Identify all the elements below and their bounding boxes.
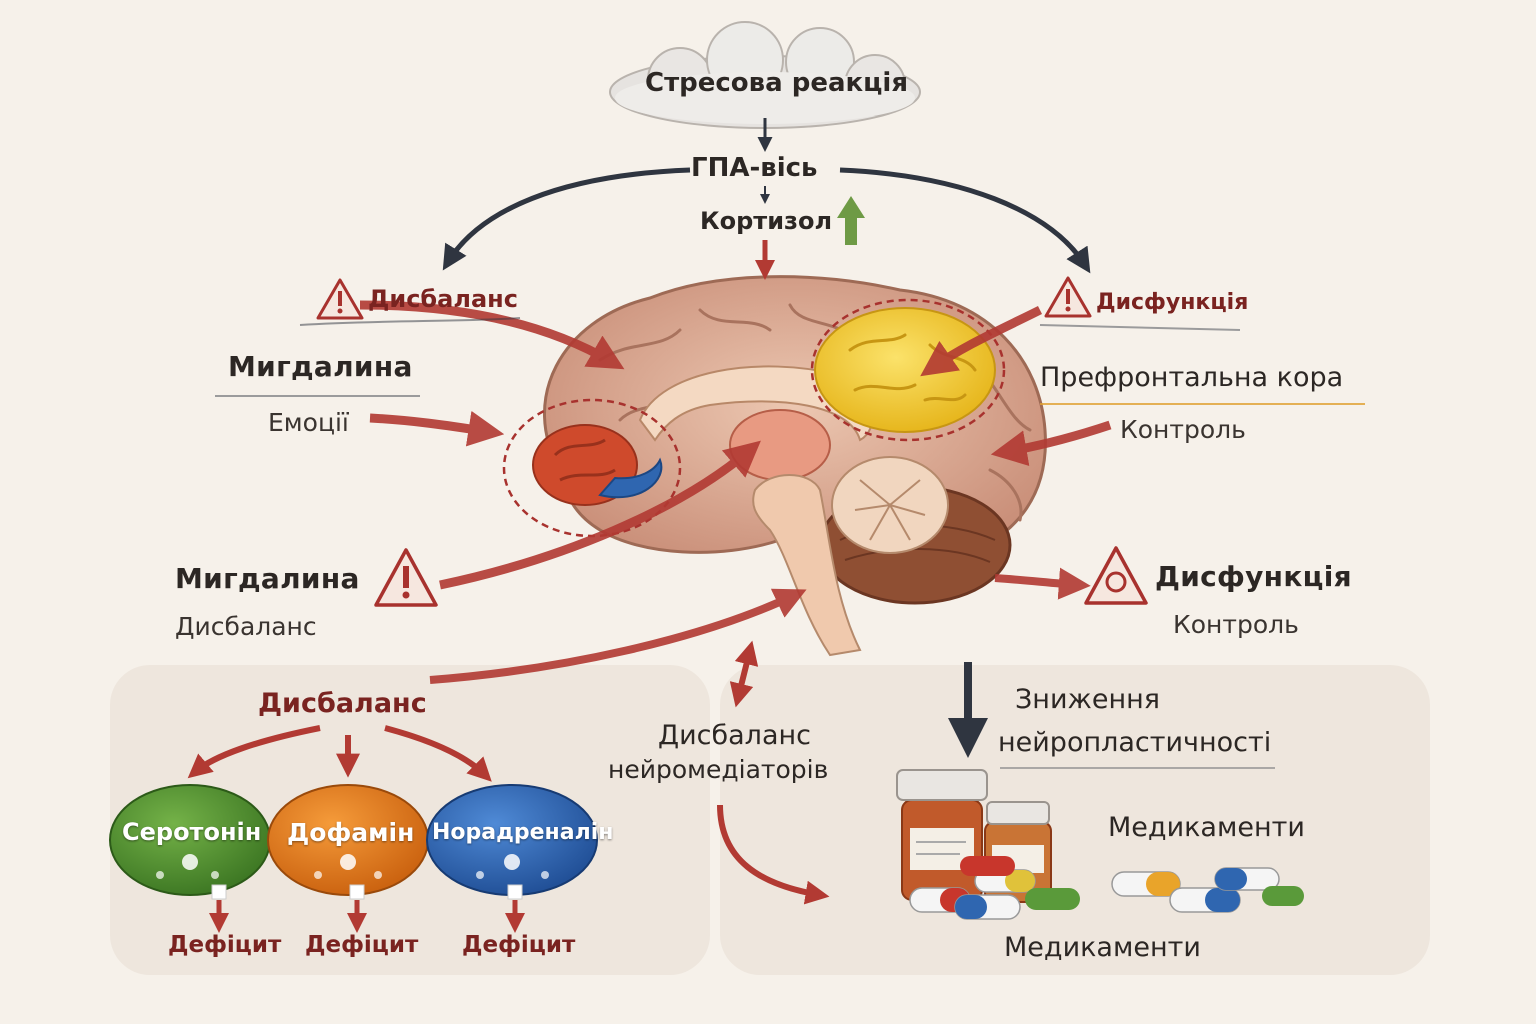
amygdala-title-lower: Мигдалина xyxy=(175,562,360,595)
arrow-panel-to-brainstem xyxy=(429,588,807,684)
arrow-to-serotonin xyxy=(187,725,321,779)
medication-panel xyxy=(720,665,1430,975)
underline-imbalance xyxy=(299,317,521,326)
neurotransmitter-imbalance-line2: нейромедіаторів xyxy=(608,755,829,784)
imbalance-warning-label: Дисбаланс xyxy=(368,285,518,313)
arrow-dysfunction-to-prefrontal xyxy=(920,305,1043,377)
warning-icon xyxy=(316,278,364,320)
emotions-label: Емоції xyxy=(268,408,349,437)
neurotransmitter-imbalance-heading: Дисбаланс xyxy=(258,688,427,719)
arrow-brainstem-bidirectional xyxy=(729,640,759,708)
arrow-emotions-to-amygdala xyxy=(369,410,505,447)
dysfunction-title-lower: Дисфункція xyxy=(1155,560,1352,593)
cloud-icon xyxy=(609,21,921,129)
arrow-hpa-to-right xyxy=(839,167,1091,274)
underline-dysfunction-right xyxy=(1039,324,1241,331)
prefrontal-cortex-title: Префронтальна кора xyxy=(1040,362,1344,393)
control-label-upper: Контроль xyxy=(1120,415,1246,444)
pill-bottle-icon xyxy=(896,769,988,901)
deficit-dopamine-label: Дефіцит xyxy=(305,932,419,958)
medications-label-right: Медикаменти xyxy=(1108,812,1305,843)
neuroplasticity-line1: Зниження xyxy=(1015,684,1160,715)
control-label-lower: Контроль xyxy=(1173,610,1299,639)
arrow-control-to-brain xyxy=(990,420,1112,467)
warning-icon xyxy=(1044,276,1092,318)
deficit-arrow-dopamine xyxy=(347,884,367,933)
deficit-noradrenaline-label: Дефіцит xyxy=(462,932,576,958)
deficit-serotonin-label: Дефіцит xyxy=(168,932,282,958)
imbalance-label-lower: Дисбаланс xyxy=(175,612,317,641)
noradrenaline-label: Норадреналін xyxy=(432,820,614,845)
warning-icon xyxy=(1084,546,1148,605)
amygdala-title-upper: Мигдалина xyxy=(228,350,413,383)
arrow-cerebellum-to-dysfunction xyxy=(994,567,1091,600)
arrow-amygdala-to-thalamus xyxy=(439,440,761,590)
dopamine-label: Дофамін xyxy=(287,818,415,847)
arrow-imbalance-to-medications xyxy=(717,804,830,905)
serotonin-label: Серотонін xyxy=(122,818,262,846)
brain-icon xyxy=(502,275,1047,657)
dysfunction-warning-label: Дисфункція xyxy=(1096,290,1249,315)
medications-label-bottom: Медикаменти xyxy=(1004,932,1201,963)
stress-reaction-label: Стресова реакція xyxy=(645,68,909,98)
arrow-imbalance-to-brain xyxy=(359,300,625,370)
hpa-axis-label: ГПА-вісь xyxy=(691,153,818,183)
deficit-arrow-noradrenaline xyxy=(505,884,525,933)
capsule-icon xyxy=(909,856,1304,920)
neurotransmitter-imbalance-line1: Дисбаланс xyxy=(658,720,811,751)
arrow-hpa-to-left xyxy=(442,167,691,271)
warning-icon xyxy=(374,548,438,607)
cortisol-increase-arrow xyxy=(837,196,865,245)
neuroplasticity-line2: нейропластичності xyxy=(998,727,1272,758)
cortisol-label: Кортизол xyxy=(700,207,833,235)
arrow-to-noradrenaline xyxy=(384,725,492,782)
deficit-arrow-serotonin xyxy=(209,884,229,933)
dopamine-blob xyxy=(267,784,429,896)
